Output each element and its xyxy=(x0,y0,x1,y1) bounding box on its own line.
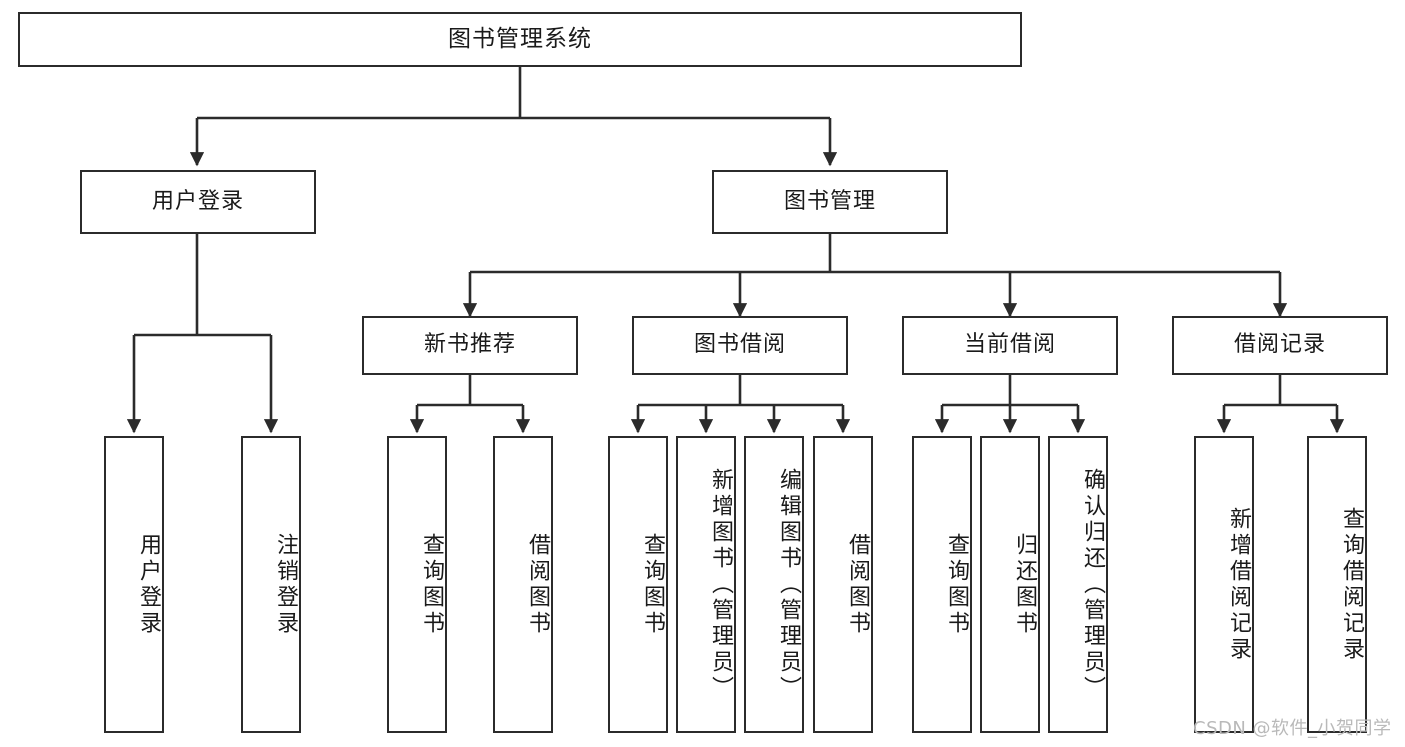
node-leaf-return-book[interactable]: 归还图书 xyxy=(980,436,1040,733)
node-book-management-label: 图书管理 xyxy=(783,188,876,214)
node-leaf-query-borrow-record[interactable]: 查询借阅记录 xyxy=(1307,436,1367,733)
node-leaf-add-borrow-record-label: 新增借阅记录 xyxy=(1226,506,1251,663)
node-leaf-borrow-book-rec[interactable]: 借阅图书 xyxy=(493,436,553,733)
node-new-book-recommend-label: 新书推荐 xyxy=(423,332,516,358)
node-user-login-label: 用户登录 xyxy=(151,188,244,214)
node-current-borrow[interactable]: 当前借阅 xyxy=(902,316,1118,375)
node-leaf-borrow-book[interactable]: 借阅图书 xyxy=(813,436,873,733)
node-leaf-user-login-label: 用户登录 xyxy=(136,532,161,637)
node-leaf-edit-book-admin-label: 编辑图书（管理员） xyxy=(776,467,801,702)
node-current-borrow-label: 当前借阅 xyxy=(963,332,1056,358)
node-leaf-add-book-admin-label: 新增图书（管理员） xyxy=(708,467,733,702)
node-leaf-query-book-rec[interactable]: 查询图书 xyxy=(387,436,447,733)
node-book-borrow[interactable]: 图书借阅 xyxy=(632,316,848,375)
node-leaf-logout[interactable]: 注销登录 xyxy=(241,436,301,733)
watermark-text: CSDN @软件_小贺同学 xyxy=(1193,718,1392,739)
node-leaf-user-login[interactable]: 用户登录 xyxy=(104,436,164,733)
node-leaf-borrow-book-label: 借阅图书 xyxy=(845,532,870,637)
node-leaf-confirm-return-admin[interactable]: 确认归还（管理员） xyxy=(1048,436,1108,733)
node-leaf-query-book-borrow[interactable]: 查询图书 xyxy=(608,436,668,733)
node-book-borrow-label: 图书借阅 xyxy=(693,332,786,358)
node-root-system[interactable]: 图书管理系统 xyxy=(18,12,1022,67)
node-leaf-query-book-current-label: 查询图书 xyxy=(944,532,969,637)
node-root-label: 图书管理系统 xyxy=(448,25,592,52)
node-book-management[interactable]: 图书管理 xyxy=(712,170,948,234)
node-leaf-logout-label: 注销登录 xyxy=(273,532,298,637)
node-leaf-query-book-current[interactable]: 查询图书 xyxy=(912,436,972,733)
node-borrow-record[interactable]: 借阅记录 xyxy=(1172,316,1388,375)
node-leaf-query-book-borrow-label: 查询图书 xyxy=(640,532,665,637)
node-borrow-record-label: 借阅记录 xyxy=(1233,332,1326,358)
node-leaf-borrow-book-rec-label: 借阅图书 xyxy=(525,532,550,637)
node-leaf-confirm-return-admin-label: 确认归还（管理员） xyxy=(1080,467,1105,702)
node-leaf-edit-book-admin[interactable]: 编辑图书（管理员） xyxy=(744,436,804,733)
node-user-login[interactable]: 用户登录 xyxy=(80,170,316,234)
node-leaf-add-borrow-record[interactable]: 新增借阅记录 xyxy=(1194,436,1254,733)
node-leaf-query-borrow-record-label: 查询借阅记录 xyxy=(1339,506,1364,663)
node-new-book-recommend[interactable]: 新书推荐 xyxy=(362,316,578,375)
node-leaf-query-book-rec-label: 查询图书 xyxy=(419,532,444,637)
node-leaf-return-book-label: 归还图书 xyxy=(1012,532,1037,637)
node-leaf-add-book-admin[interactable]: 新增图书（管理员） xyxy=(676,436,736,733)
